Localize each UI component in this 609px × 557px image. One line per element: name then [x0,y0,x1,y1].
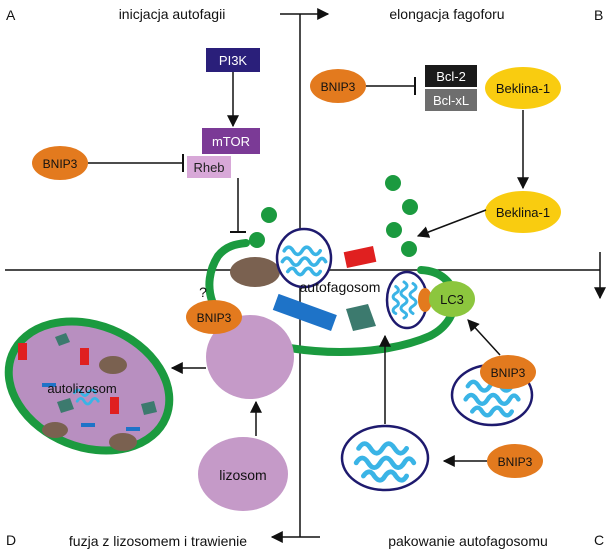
mtor-label: mTOR [212,134,250,149]
bnip3-rheb-label: BNIP3 [43,157,78,171]
autolysosome-blue-dash [126,427,140,431]
autolysosome-red-rect [110,397,119,414]
autolysosome-red-rect [18,343,27,360]
autolysosome-brown-oval [42,422,68,438]
autophagosome-label: autofagosom [300,279,381,295]
bclxl-label: Bcl-xL [433,93,469,108]
stage-label-fusion: fuzja z lizosomem i trawienie [69,533,247,549]
arrow-beclin1-to-phagophore [416,209,487,238]
rheb-label: Rheb [193,160,224,175]
beclin1-mid [485,191,561,233]
bnip3-mito1-label: BNIP3 [491,366,526,380]
mtor-box [202,128,260,154]
vesicle-dot [386,222,402,238]
bnip3-fusion-label: BNIP3 [197,311,232,325]
pi3k-box [206,48,260,72]
cargo-brown-oval [230,257,280,287]
question-mark: ? [199,284,207,300]
autolysosome-brown-oval [99,356,127,374]
cargo-red-rect [343,246,377,268]
mitochondrion-bottom [340,424,430,492]
autolysosome-brown-oval [109,433,137,451]
stage-label-packaging: pakowanie autofagosomu [388,533,548,549]
rheb-box [187,156,231,178]
bnip3-rheb-inhibitor [32,146,88,180]
fusing-lysosome [206,315,294,399]
arrow-mito-to-lc3 [467,319,501,356]
bcl2-box [425,65,477,87]
autolysosome-mito-fragment [73,388,100,406]
bnip3-fusion [186,300,242,334]
autolysosome-blue-dash [42,383,56,387]
lc3-label: LC3 [440,292,464,307]
beclin1-mid-label: Beklina-1 [496,205,550,220]
bnip3-bcl-label: BNIP3 [321,80,356,94]
vesicle-dot [402,199,418,215]
autolysosome-teal-shape [57,398,74,413]
beclin1-top-label: Beklina-1 [496,81,550,96]
autolysosome-blue-dash [81,423,95,427]
autolysosome-red-rect [80,348,89,365]
beclin1-top [485,67,561,109]
vesicle-dot [249,232,265,248]
autolysosome-label: autolizosom [47,381,116,396]
lc3-receptor [429,281,475,317]
corner-letter-d: D [6,532,16,548]
corner-letter-a: A [6,7,16,23]
bnip3-mito2 [487,444,543,478]
autolysosome-teal-shape [55,333,70,346]
autolysosome [4,317,174,455]
stage-label-elongation: elongacja fagoforu [389,6,504,22]
bnip3-bcl-inhibitor [310,69,366,103]
lysosome-label: lizosom [219,467,266,483]
corner-letter-c: C [594,532,604,548]
cargo-teal-diamond [346,304,376,331]
mitochondrion-cargo-top [275,227,333,289]
lysosome [198,437,288,511]
bclxl-box [425,89,477,111]
stage-label-initiation: inicjacja autofagii [119,6,226,22]
vesicle-dot [261,207,277,223]
bcl2-label: Bcl-2 [436,69,466,84]
vesicle-dot [385,175,401,191]
autolysosome-teal-shape [141,401,157,415]
bnip3-mito1 [480,355,536,389]
corner-letter-b: B [594,7,603,23]
lc3-anchor [418,288,432,312]
pi3k-label: PI3K [219,53,248,68]
vesicle-dot [401,241,417,257]
bnip3-mito2-label: BNIP3 [498,455,533,469]
cargo-blue-rect [272,293,337,332]
